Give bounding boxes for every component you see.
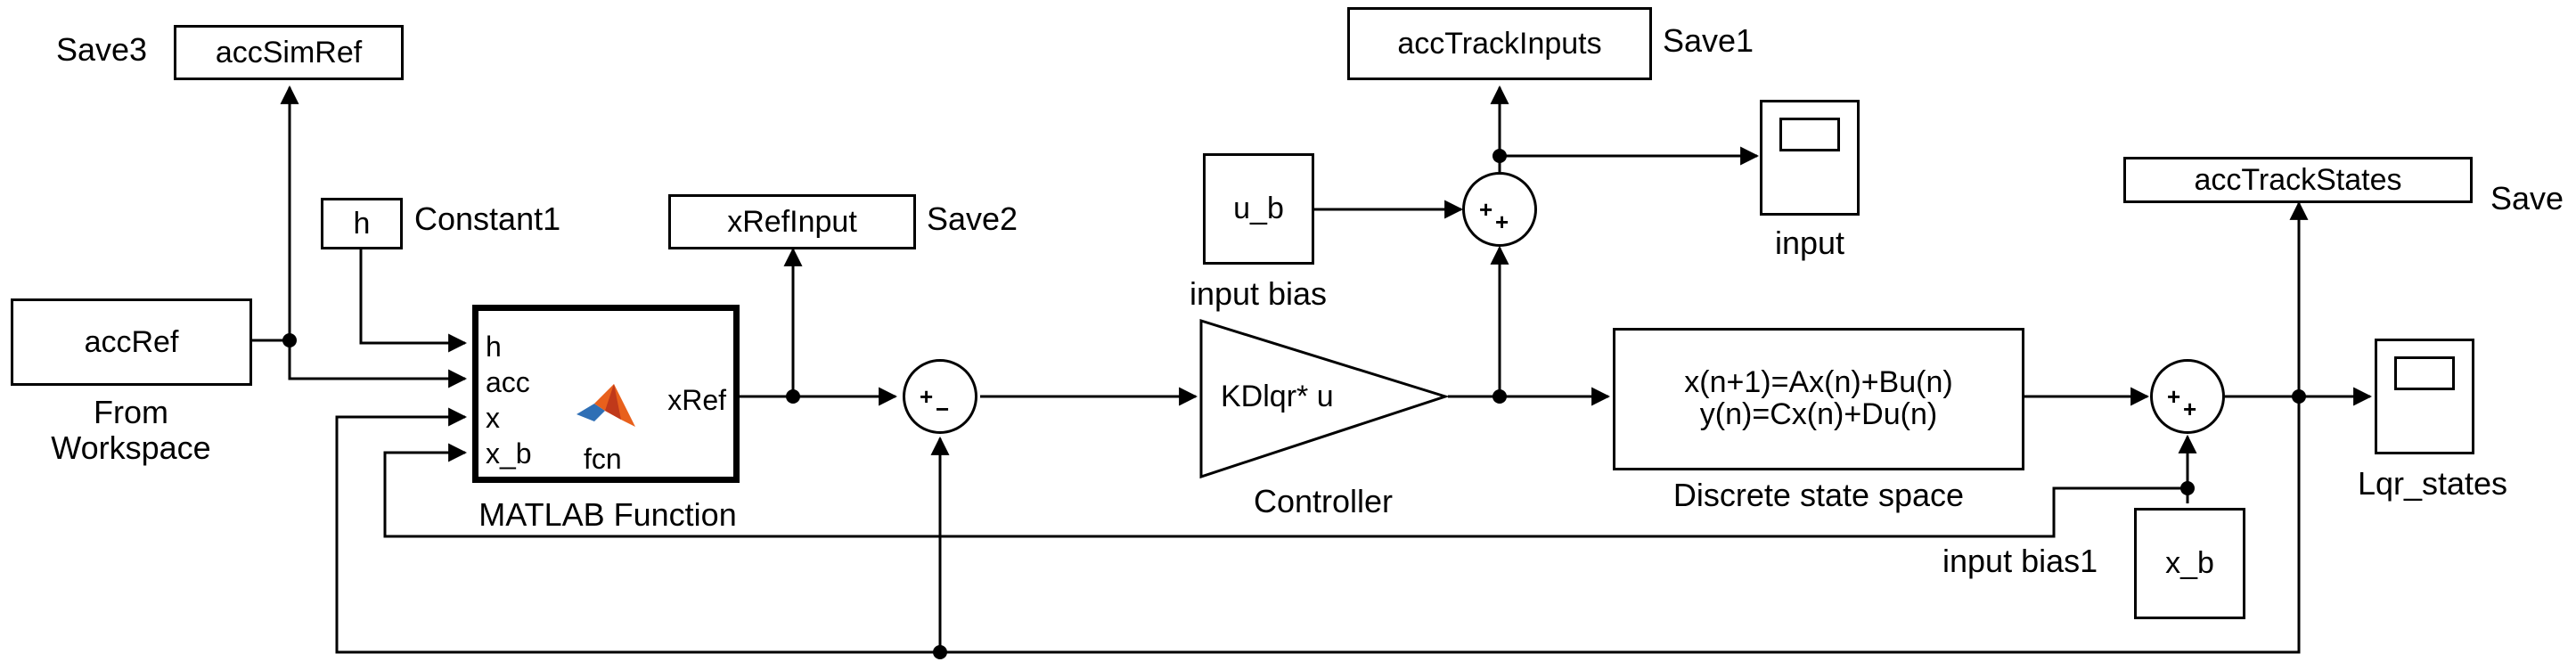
state-space-eq-2: y(n)=Cx(n)+Du(n) — [1699, 397, 1938, 431]
input-bias-var: u_b — [1233, 192, 1284, 225]
state-space-eq-1: x(n+1)=Ax(n)+Bu(n) — [1684, 365, 1953, 400]
line-xb — [383, 443, 2188, 538]
port-h: h — [486, 331, 502, 363]
matlab-function-caption: MATLAB Function — [478, 496, 737, 533]
state-space-caption: Discrete state space — [1672, 477, 1965, 513]
save-var: accTrackStates — [2194, 162, 2402, 197]
save1-var: accTrackInputs — [1397, 26, 1602, 61]
save-caption: Save — [2490, 180, 2564, 217]
save2-var: xRefInput — [727, 204, 857, 239]
controller-gain-text: KDlqr* u — [1221, 380, 1334, 413]
sum-input-sign-1: + — [1479, 196, 1493, 223]
input-scope-block[interactable] — [1760, 100, 1860, 216]
port-x: x — [486, 402, 500, 434]
constant1-caption: Constant1 — [414, 200, 561, 237]
controller-gain-block — [1199, 318, 1450, 479]
from-workspace-block[interactable]: accRef — [11, 298, 252, 386]
input-bias1-var: x_b — [2165, 546, 2214, 580]
sum-error-sign-1: + — [920, 383, 934, 410]
sum-error-sign-2: − — [936, 396, 950, 422]
from-workspace-caption-1: From — [94, 394, 168, 430]
line-x-feedback — [335, 396, 2301, 654]
constant1-value: h — [353, 206, 371, 241]
lqr-scope-caption: Lqr_states — [2357, 465, 2508, 502]
save3-var: accSimRef — [215, 35, 363, 69]
input-scope-caption: input — [1774, 225, 1845, 261]
constant1-block[interactable]: h — [321, 198, 403, 249]
sum-state-sign-1: + — [2167, 383, 2181, 410]
save1-block[interactable]: accTrackInputs — [1347, 7, 1652, 80]
line-acc — [288, 340, 468, 388]
save1-caption: Save1 — [1663, 22, 1754, 59]
port-xref: xRef — [667, 384, 726, 416]
sum-state-block[interactable]: + + — [2150, 359, 2225, 434]
save3-caption: Save3 — [56, 31, 148, 68]
sum-error-block[interactable]: + − — [903, 359, 977, 434]
port-acc: acc — [486, 366, 530, 398]
from-workspace-var: accRef — [84, 324, 179, 359]
save3-block[interactable]: accSimRef — [174, 25, 404, 80]
input-bias-caption: input bias — [1189, 275, 1328, 312]
save-block[interactable]: accTrackStates — [2123, 157, 2473, 203]
sum-input-block[interactable]: + + — [1462, 172, 1537, 247]
lqr-scope-block[interactable] — [2375, 339, 2474, 454]
input-bias1-block[interactable]: x_b — [2134, 508, 2245, 619]
save2-caption: Save2 — [927, 200, 1018, 237]
lqr-scope-screen — [2394, 356, 2455, 390]
sum-input-sign-2: + — [1495, 208, 1509, 235]
port-x-b: x_b — [486, 437, 532, 470]
input-scope-screen — [1779, 118, 1840, 151]
input-bias-block[interactable]: u_b — [1203, 153, 1314, 265]
matlab-logo-icon — [577, 384, 635, 427]
input-bias1-caption: input bias1 — [1942, 543, 2098, 579]
state-space-block[interactable]: x(n+1)=Ax(n)+Bu(n) y(n)=Cx(n)+Du(n) — [1613, 328, 2024, 470]
save2-block[interactable]: xRefInput — [668, 194, 916, 249]
sum-state-sign-2: + — [2183, 396, 2197, 422]
function-name: fcn — [584, 443, 622, 475]
matlab-function-block[interactable]: h acc x x_b xRef fcn — [472, 305, 740, 483]
controller-caption: Controller — [1253, 483, 1394, 519]
line-h — [359, 249, 468, 353]
from-workspace-caption-2: Workspace — [51, 429, 211, 466]
